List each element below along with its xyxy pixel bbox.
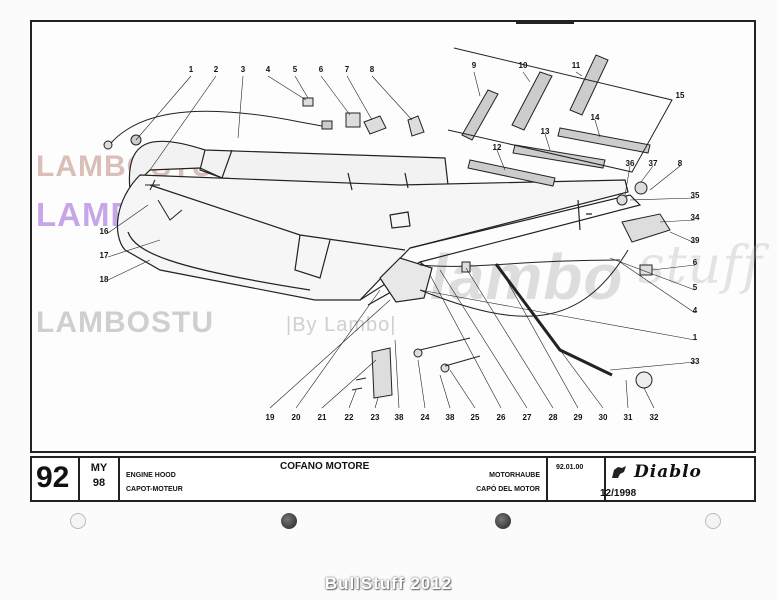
brand-logo: Diablo — [634, 462, 702, 482]
drawing-code: 92.01.00 — [556, 464, 584, 471]
callout-11: 11 — [572, 61, 581, 70]
callout-15: 15 — [676, 91, 685, 100]
model-year: 98 — [92, 477, 106, 489]
callout-9: 9 — [472, 61, 477, 70]
page-number: 92 — [36, 461, 70, 494]
footer-credit: BullStuff 2012 — [324, 574, 453, 593]
callout-33: 33 — [691, 357, 700, 366]
louvre-grilles — [447, 47, 673, 187]
callout-29: 29 — [574, 413, 583, 422]
callout-2: 2 — [214, 65, 219, 74]
small-hardware — [302, 97, 425, 137]
callout-3: 3 — [241, 65, 246, 74]
title-block: 92 MY 98 COFANO MOTORE ENGINE HOOD CAPOT… — [30, 456, 756, 502]
callout-1: 1 — [189, 65, 194, 74]
callout-23: 23 — [371, 413, 380, 422]
brand-cell: Diablo — [606, 458, 754, 500]
callout-19: 19 — [266, 413, 275, 422]
callout-6: 6 — [693, 258, 698, 267]
callout-7: 7 — [345, 65, 350, 74]
callout-25: 25 — [471, 413, 480, 422]
callout-28: 28 — [549, 413, 558, 422]
callout-31: 31 — [624, 413, 633, 422]
callout-26: 26 — [497, 413, 506, 422]
callout-30: 30 — [599, 413, 608, 422]
watermark-lambostu: LAMBOSTU — [36, 306, 214, 339]
binder-hole — [281, 513, 297, 529]
name-english: ENGINE HOOD — [126, 472, 176, 479]
callout-24: 24 — [421, 413, 430, 422]
callout-8: 8 — [678, 159, 683, 168]
binder-hole — [705, 513, 721, 529]
binder-hole — [495, 513, 511, 529]
release-cable — [103, 110, 333, 221]
page-number-cell: 92 — [32, 458, 80, 500]
callout-5: 5 — [693, 283, 698, 292]
callout-6: 6 — [319, 65, 324, 74]
code-divider — [516, 22, 574, 24]
model-label: MY — [90, 462, 108, 474]
callout-36: 36 — [626, 159, 635, 168]
callout-4: 4 — [693, 306, 698, 315]
callout-32: 32 — [650, 413, 659, 422]
callout-17: 17 — [100, 251, 109, 260]
name-spanish: CAPÓ DEL MOTOR — [476, 486, 540, 493]
model-year-cell: MY 98 — [80, 458, 120, 500]
part-names-cell: COFANO MOTORE ENGINE HOOD CAPOT-MOTEUR M… — [120, 458, 548, 500]
callout-1: 1 — [693, 333, 698, 342]
callout-16: 16 — [100, 227, 109, 236]
callout-14: 14 — [591, 113, 600, 122]
callout-35: 35 — [691, 191, 700, 200]
leader-lines — [107, 71, 696, 409]
drawing-date: 12/1998 — [600, 488, 637, 499]
callout-37: 37 — [649, 159, 658, 168]
callout-13: 13 — [541, 127, 550, 136]
name-german: MOTORHAUBE — [489, 472, 540, 479]
lower-hardware — [351, 261, 481, 399]
callout-34: 34 — [691, 213, 700, 222]
callout-8: 8 — [370, 65, 375, 74]
callout-10: 10 — [519, 61, 528, 70]
callout-38: 38 — [395, 413, 404, 422]
drawing-code-cell: 92.01.00 — [548, 458, 606, 500]
binder-hole — [70, 513, 86, 529]
callout-38: 38 — [446, 413, 455, 422]
bull-logo-icon — [612, 466, 626, 478]
hood-frame — [116, 140, 642, 306]
callout-20: 20 — [292, 413, 301, 422]
callout-5: 5 — [293, 65, 298, 74]
callout-21: 21 — [318, 413, 327, 422]
watermark-lambo: lambo — [430, 241, 624, 313]
title-italian: COFANO MOTORE — [280, 461, 370, 472]
watermark-stuff: stuff — [638, 236, 763, 296]
callout-27: 27 — [523, 413, 532, 422]
callout-18: 18 — [100, 275, 109, 284]
callout-22: 22 — [345, 413, 354, 422]
callout-4: 4 — [266, 65, 271, 74]
callout-12: 12 — [493, 143, 502, 152]
callout-39: 39 — [691, 236, 700, 245]
name-french: CAPOT-MOTEUR — [126, 486, 183, 493]
